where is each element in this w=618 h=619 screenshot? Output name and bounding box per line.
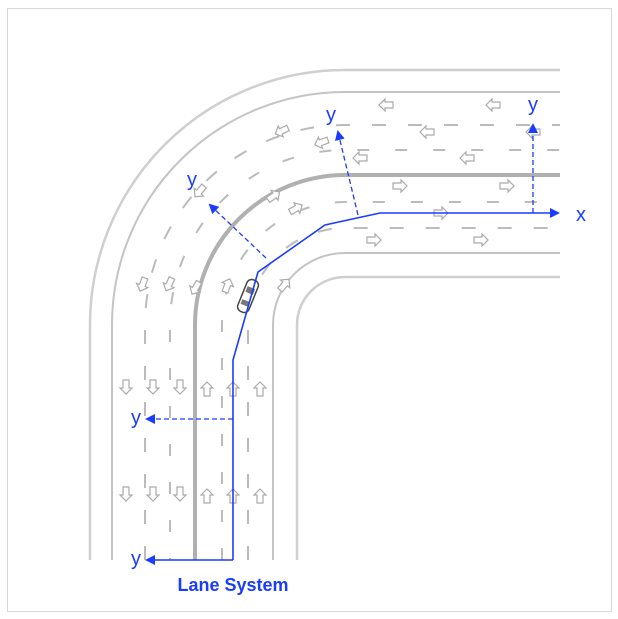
road-outer-edge [88,68,560,560]
road [88,68,560,560]
y-axis-label: y [187,169,197,191]
diagram-frame [7,8,612,612]
y-axis-label: y [131,548,141,570]
lane-dashes-inner2 [247,227,560,560]
y-axis-label: y [528,94,538,116]
vehicle-path-x-axis [232,208,560,560]
road-inner-edge-outer [295,275,560,560]
lane-axes [145,123,560,565]
diagram-caption: Lane System [177,575,288,595]
road-inner-edge [272,252,560,560]
y-axis-label: y [131,407,141,429]
y-axis-dashed-3 [335,130,359,216]
center-line [193,173,560,560]
lane-direction-arrows [119,98,541,504]
road-outer-edge-inner [111,91,560,560]
y-axis-dashed-2 [208,203,267,259]
lane-dashes-outer2 [169,149,560,560]
lane-dashes-outer [144,124,560,560]
y-axis-label: y [326,104,336,126]
x-axis-label: x [576,204,586,226]
